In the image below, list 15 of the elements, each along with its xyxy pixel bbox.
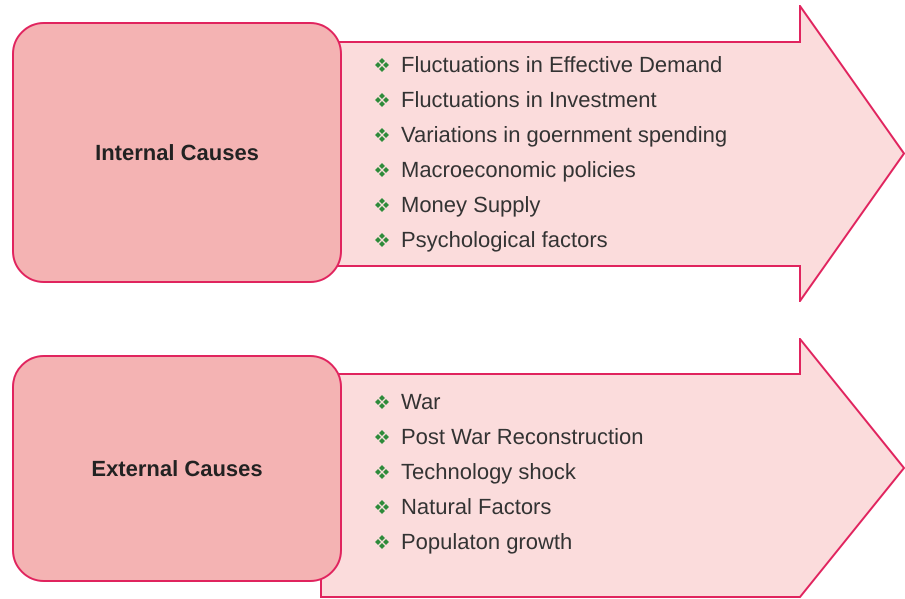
cause-box (12, 22, 342, 283)
list-item: Fluctuations in Effective Demand (401, 52, 722, 78)
list-item: Money Supply (401, 192, 540, 218)
list-item: War (401, 389, 441, 415)
cause-heading: External Causes (91, 456, 263, 482)
list-item: Fluctuations in Investment (401, 87, 657, 113)
cause-heading: Internal Causes (95, 140, 259, 166)
cause-box (12, 355, 342, 582)
list-item: Variations in goernment spending (401, 122, 728, 148)
list-item: Natural Factors (401, 494, 552, 520)
list-item: Macroeconomic policies (401, 157, 636, 183)
list-item: Psychological factors (401, 227, 608, 253)
list-item: Post War Reconstruction (401, 424, 644, 450)
list-item: Technology shock (401, 459, 576, 485)
list-item: Populaton growth (401, 529, 572, 555)
